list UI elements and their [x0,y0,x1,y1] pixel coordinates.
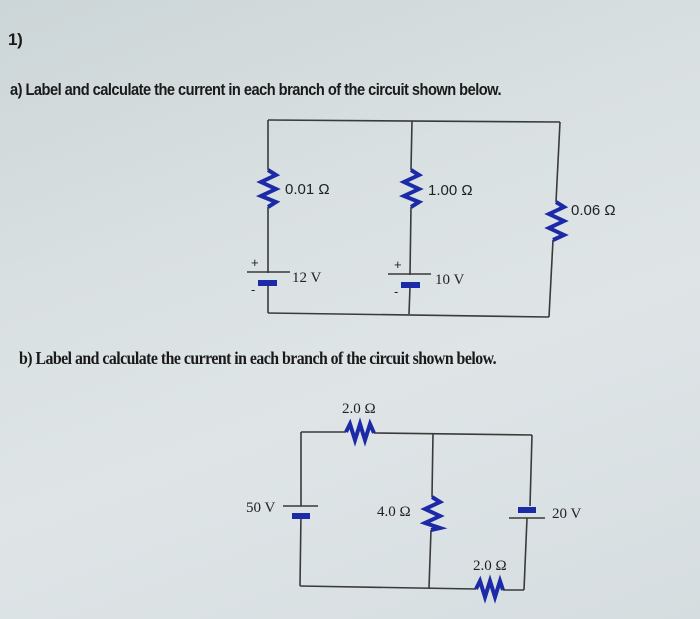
minus-sign: - [251,282,255,297]
part-a-prompt: a) Label and calculate the current in ea… [10,80,502,99]
circuit-a-top-wire [267,119,561,123]
minus-sign: - [394,284,398,299]
battery-icon [518,507,536,513]
resistor-icon [474,574,505,604]
battery-icon [401,282,420,288]
resistor-icon [344,417,376,447]
resistor-icon [398,168,424,209]
circuit-a-middle-resistor-label: 1.00 Ω [428,182,473,199]
part-b-prompt: b) Label and calculate the current in ea… [19,348,497,368]
battery-icon [292,513,310,519]
plus-sign: + [251,255,259,270]
resistor-icon [419,495,448,532]
circuit-a-right-resistor-label: 0.06 Ω [571,202,616,219]
circuit-b-left-battery-label: 50 V [246,500,275,516]
circuit-b-bottom-resistor-label: 2.0 Ω [473,558,507,574]
circuit-a-middle-battery-label: 10 V [435,272,464,288]
plus-sign: + [394,257,402,272]
battery-icon [258,280,277,286]
circuit-a-left-battery-label: 12 V [292,270,321,286]
circuit-a-bottom-wire [267,312,550,318]
circuit-b-middle-resistor-label: 4.0 Ω [377,504,411,520]
question-number: 1) [8,30,23,49]
circuit-b-top-resistor-label: 2.0 Ω [342,401,376,417]
circuit-a-left-resistor-label: 0.01 Ω [285,181,330,198]
resistor-icon [544,200,569,242]
circuit-b-right-battery-label: 20 V [552,506,581,522]
resistor-icon [255,168,281,209]
